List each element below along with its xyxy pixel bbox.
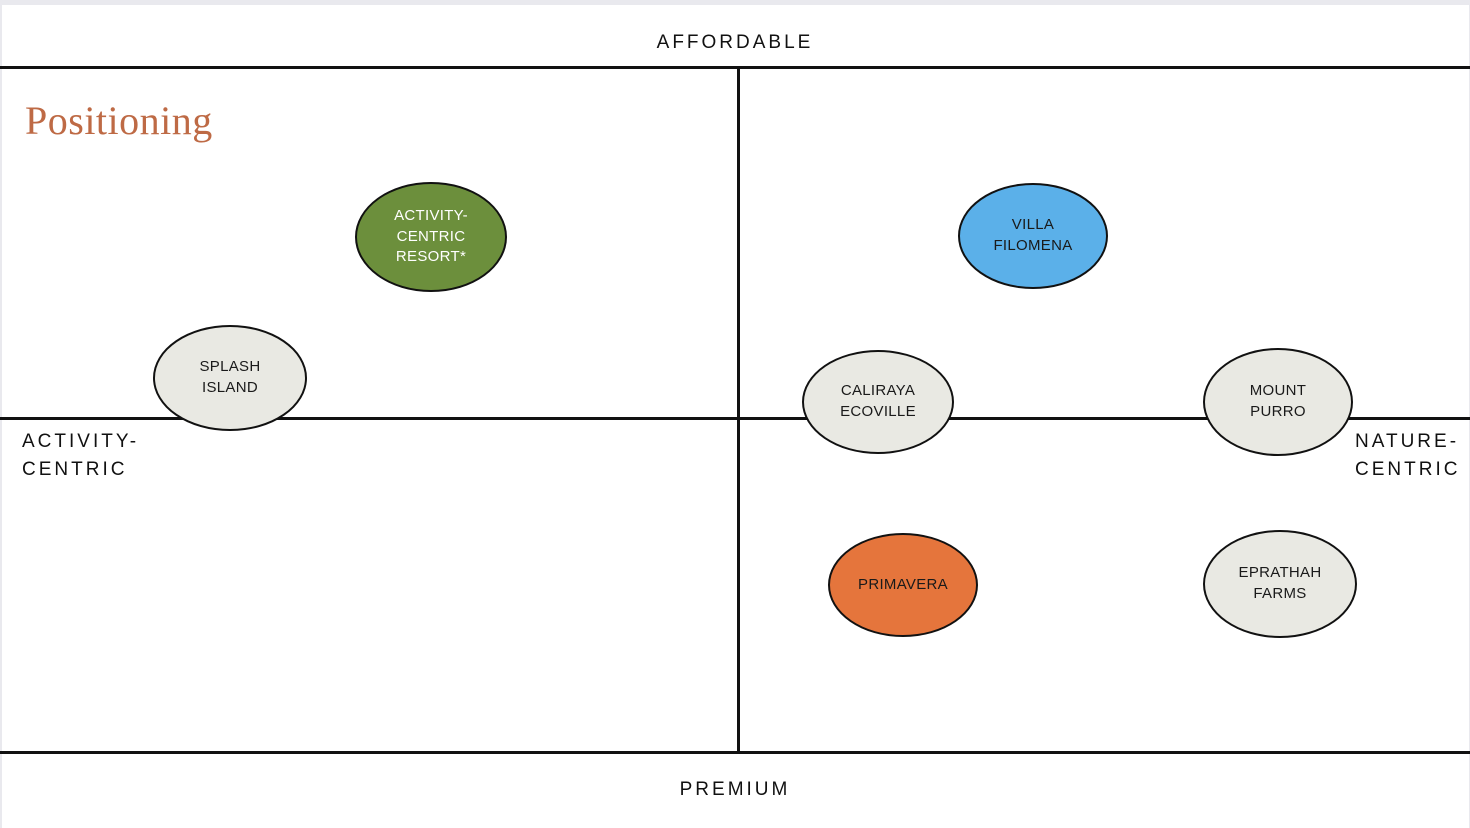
bubble-label: ACTIVITY- CENTRIC RESORT* [394,206,468,266]
axis-frame-top-line [0,66,1470,69]
bubble-label: MOUNT PURRO [1249,382,1307,420]
axis-label-nature-centric: NATURE- CENTRIC [1355,431,1461,480]
bubble-label: PRIMAVERA [858,575,948,593]
bubble-label: EPRATHAH FARMS [1238,564,1322,602]
bubble-primavera: PRIMAVERA [828,533,978,637]
page-title: Positioning [25,98,213,143]
window-edge-top [0,0,1470,5]
window-edge-left [0,0,2,828]
bubble-splash-island: SPLASH ISLAND [153,325,307,431]
axis-label-activity-centric: ACTIVITY- CENTRIC [22,431,140,480]
bubble-eprathah-farms: EPRATHAH FARMS [1203,530,1357,638]
bubble-villa-filomena: VILLA FILOMENA [958,183,1108,289]
bubble-label: VILLA FILOMENA [993,216,1073,254]
axis-label-affordable: AFFORDABLE [656,32,814,53]
axis-label-premium: PREMIUM [679,779,791,800]
horizontal-axis-line [0,417,1470,420]
bubble-caliraya-ecoville: CALIRAYA ECOVILLE [802,350,954,454]
axis-frame-bottom-line [0,751,1470,754]
bubble-mount-purro: MOUNT PURRO [1203,348,1353,456]
bubble-activity-centric-resort: ACTIVITY- CENTRIC RESORT* [355,182,507,292]
bubble-label: CALIRAYA ECOVILLE [840,382,916,420]
vertical-axis-line [737,66,740,754]
bubble-label: SPLASH ISLAND [199,358,261,396]
